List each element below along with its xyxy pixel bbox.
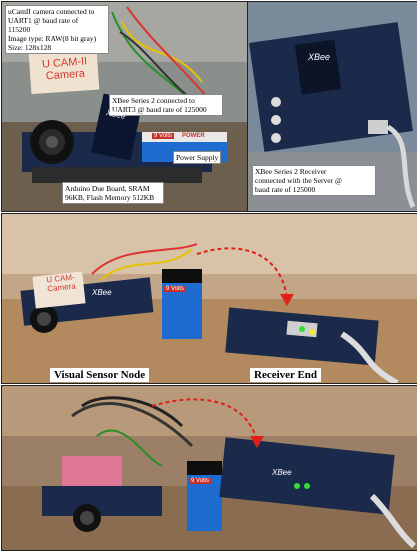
label-visual-sensor-node: Visual Sensor Node xyxy=(50,368,150,382)
power-supply-caption: Power Supply xyxy=(173,151,222,164)
photo-panel-node-and-receiver: U CAM- Camera XBee 9 Volts xyxy=(1,213,417,384)
photo-panel-receiver-closeup: XBee XBee Series 2 Receiver connected wi… xyxy=(247,1,417,212)
camera-caption: uCamII camera connected to UART1 @ baud … xyxy=(5,5,109,54)
battery-brand-label: POWER xyxy=(182,133,205,139)
photo-panel-sensor-node-closeup: uCamII camera connected to UART1 @ baud … xyxy=(1,1,248,212)
bottom-xbee-brand: XBee xyxy=(272,468,292,477)
photo-panel-node-and-receiver-alt: XBee 9 Volts xyxy=(1,385,417,551)
bottom-battery-label: 9 Volts xyxy=(189,478,212,484)
middle-xbee-brand: XBee xyxy=(92,288,112,297)
receiver-caption: XBee Series 2 Receiver connected with th… xyxy=(252,165,376,196)
xbee-caption: XBee Series 2 connected to UART3 @ baud … xyxy=(109,94,223,116)
setup-photo-alt xyxy=(2,386,417,550)
camera-label-card: U CAM-II Camera xyxy=(41,55,88,83)
receiver-xbee-brand: XBee xyxy=(308,52,331,62)
label-receiver-end: Receiver End xyxy=(250,368,322,382)
arduino-caption: Arduino Due Board, SRAM 96KB, Flash Memo… xyxy=(62,182,164,204)
middle-battery-label: 9 Volts xyxy=(164,286,187,292)
sensor-node-photo xyxy=(2,2,247,211)
setup-photo xyxy=(2,214,417,383)
battery-volts-label: 9 Volts xyxy=(152,133,175,139)
